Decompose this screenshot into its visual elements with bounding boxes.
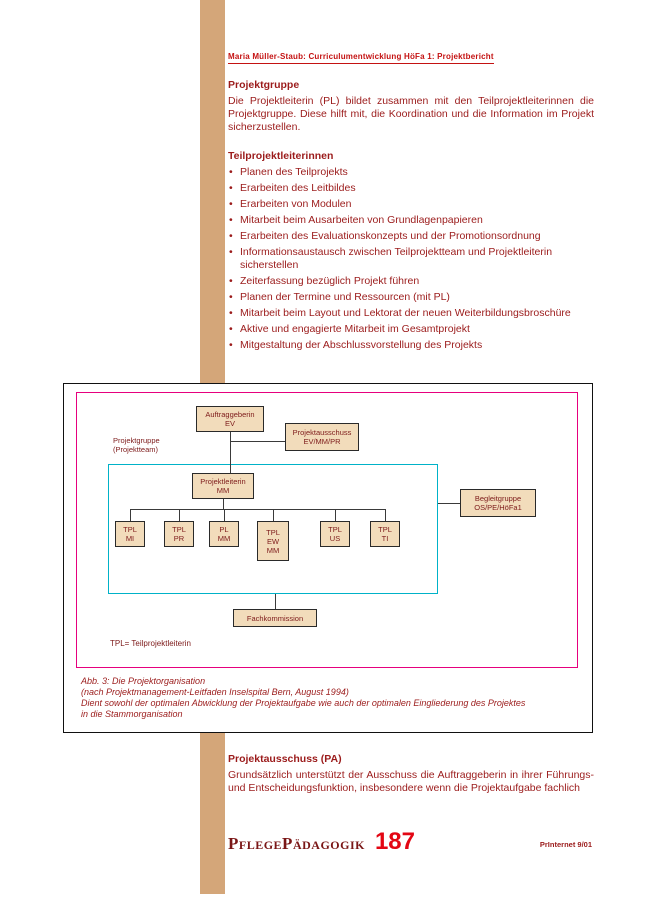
projektausschuss-section: Projektausschuss (PA) Grundsätzlich unte… [228, 753, 594, 795]
connector-line [130, 509, 386, 510]
heading-projektausschuss: Projektausschuss (PA) [228, 753, 342, 765]
running-header: Maria Müller-Staub: Curriculumentwicklun… [228, 52, 494, 64]
heading-projektgruppe: Projektgruppe [228, 79, 300, 91]
connector-line [230, 441, 285, 442]
connector-line [275, 594, 276, 609]
page-number: 187 [374, 828, 415, 855]
paragraph-projektausschuss: Grundsätzlich unterstützt der Ausschuss … [228, 769, 594, 794]
box-auftraggeberin: Auftraggeberin EV [196, 406, 264, 432]
box-projektausschuss: Projektausschuss EV/MM/PR [285, 423, 359, 451]
projektteam-frame [108, 464, 438, 594]
bullet-item: Zeiterfassung bezüglich Projekt führen [228, 275, 594, 288]
box-tpl-pr: TPL PR [164, 521, 194, 547]
issue-label: PrInternet 9/01 [539, 840, 592, 849]
connector-line [438, 503, 460, 504]
bullet-item: Erarbeiten von Modulen [228, 198, 594, 211]
connector-line [223, 499, 224, 509]
teilprojekt-bullet-list: Planen des TeilprojektsErarbeiten des Le… [228, 166, 594, 352]
bullet-item: Mitarbeit beim Layout und Lektorat der n… [228, 307, 594, 320]
caption-description: Dient sowohl der optimalen Abwicklung de… [81, 698, 526, 719]
main-text-column: Projektgruppe Die Projektleiterin (PL) b… [228, 79, 594, 355]
diagram-frame: Auftraggeberin EV Projektausschuss EV/MM… [76, 392, 578, 668]
box-begleitgruppe: Begleitgruppe OS/PE/HöFa1 [460, 489, 536, 517]
box-fachkommission: Fachkommission [233, 609, 317, 627]
box-projektleiterin: Projektleiterin MM [192, 473, 254, 499]
box-tpl-mi: TPL MI [115, 521, 145, 547]
figure-caption: Abb. 3: Die Projektorganisation (nach Pr… [81, 676, 527, 720]
organization-figure: Auftraggeberin EV Projektausschuss EV/MM… [63, 383, 593, 733]
bullet-item: Erarbeiten des Leitbildes [228, 182, 594, 195]
box-pl-mm: PL MM [209, 521, 239, 547]
bullet-item: Mitarbeit beim Ausarbeiten von Grundlage… [228, 214, 594, 227]
caption-source: (nach Projektmanagement-Leitfaden Insels… [81, 687, 349, 697]
bullet-item: Mitgestaltung der Abschlussvorstellung d… [228, 339, 594, 352]
caption-title: Abb. 3: Die Projektorganisation [81, 676, 206, 686]
connector-line [130, 509, 131, 521]
journal-brand: PflegePädagogik [228, 834, 365, 853]
footer: PflegePädagogik 187 [228, 828, 415, 856]
bullet-item: Informationsaustausch zwischen Teilproje… [228, 246, 594, 272]
label-projektgruppe: Projektgruppe (Projektteam) [113, 436, 160, 454]
connector-line [230, 432, 231, 473]
connector-line [385, 509, 386, 521]
bullet-item: Erarbeiten des Evaluationskonzepts und d… [228, 230, 594, 243]
bullet-item: Aktive und engagierte Mitarbeit im Gesam… [228, 323, 594, 336]
diagram-legend: TPL= Teilprojektleiterin [110, 639, 192, 648]
bullet-item: Planen des Teilprojekts [228, 166, 594, 179]
box-tpl-us: TPL US [320, 521, 350, 547]
paragraph-projektgruppe: Die Projektleiterin (PL) bildet zusammen… [228, 95, 594, 133]
heading-teilprojektleiterinnen: Teilprojektleiterinnen [228, 150, 334, 162]
connector-line [335, 509, 336, 521]
connector-line [273, 509, 274, 521]
bullet-item: Planen der Termine und Ressourcen (mit P… [228, 291, 594, 304]
connector-line [224, 509, 225, 521]
connector-line [179, 509, 180, 521]
box-tpl-ew-mm: TPL EW MM [257, 521, 289, 561]
box-tpl-ti: TPL TI [370, 521, 400, 547]
